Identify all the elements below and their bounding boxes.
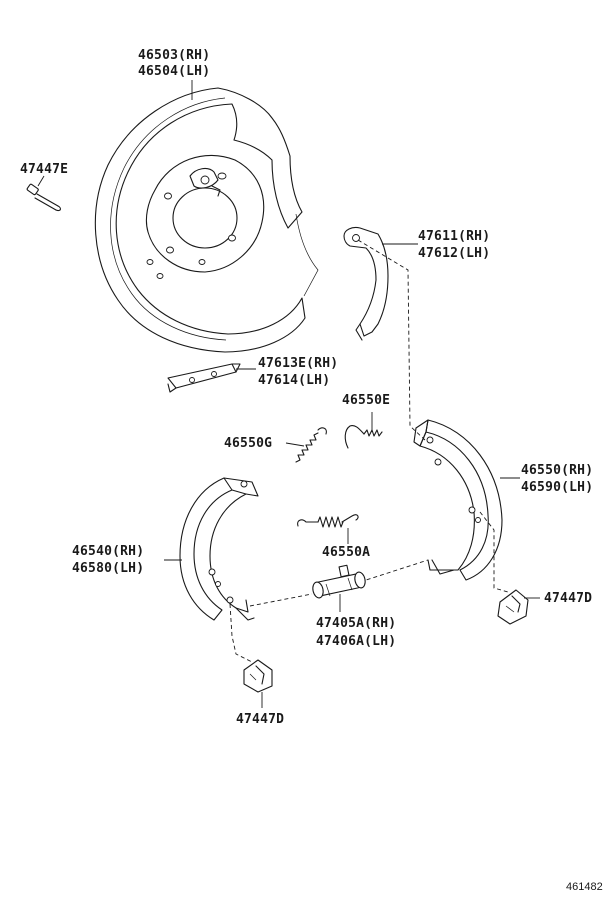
adjuster-strut [167,363,241,393]
label-46580: 46580(LH) [72,561,144,576]
dashed-shoe-to-clip-right [479,511,509,593]
label-46590: 46590(LH) [521,480,593,495]
clip-47447d-right [497,589,529,625]
dashed-lever-to-shoe [357,239,426,441]
clip-47447d-bottom [243,659,273,693]
spring-46550g [295,427,327,463]
label-47612: 47612(LH) [418,246,490,261]
label-47614: 47614(LH) [258,373,330,388]
label-46550g: 46550G [224,436,272,451]
label-46540: 46540(RH) [72,544,144,559]
bolt-47447e [26,183,61,212]
label-46550a: 46550A [322,545,370,560]
label-47447d-right: 47447D [544,591,592,606]
spring-46550e [344,412,383,449]
label-47406a: 47406A(LH) [316,634,396,649]
label-47613e: 47613E(RH) [258,356,338,371]
label-46550: 46550(RH) [521,463,593,478]
dashed-shoe-to-cylinder [249,559,429,607]
label-47405a: 47405A(RH) [316,616,396,631]
label-46504: 46504(LH) [138,64,210,79]
leader-46550g [285,442,305,447]
label-46503: 46503(RH) [138,48,210,63]
dashed-shoe-to-clip-left [229,603,253,663]
wheel-cylinder [312,564,366,599]
label-47611: 47611(RH) [418,229,490,244]
brake-shoe-right [413,419,503,581]
spring-46550a [297,514,359,528]
label-46550e: 46550E [342,393,390,408]
brake-shoe-left [179,477,259,621]
figure-number: 461482 [566,881,603,893]
leader-47447e [37,175,45,187]
parking-brake-lever [343,226,389,341]
label-47447d-bottom: 47447D [236,712,284,727]
label-47447e: 47447E [20,162,68,177]
backing-plate [94,87,319,353]
